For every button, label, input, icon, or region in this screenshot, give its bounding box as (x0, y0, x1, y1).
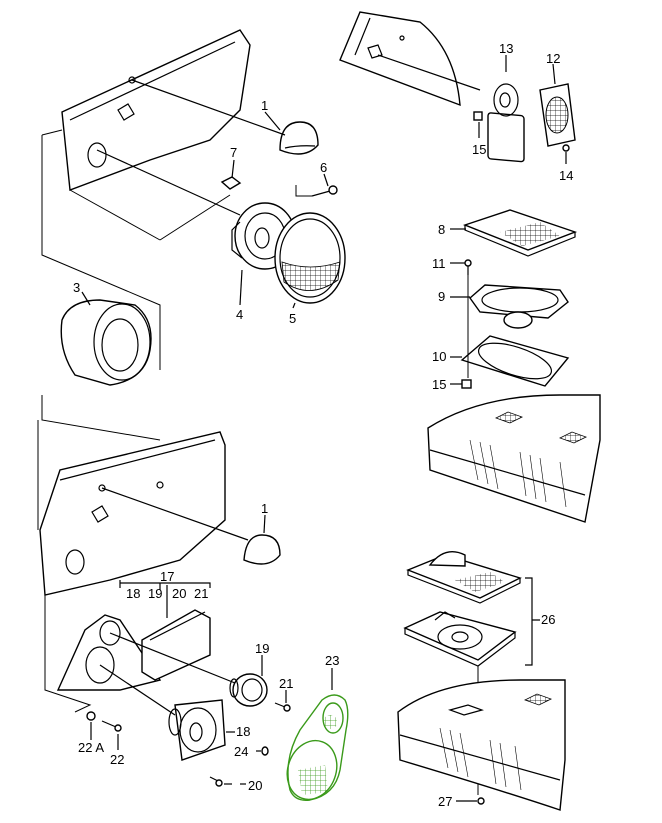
clip-15-top (473, 111, 483, 138)
label-8: 8 (438, 222, 445, 237)
label-15-mid: 15 (432, 377, 446, 392)
speaker-grill-23-highlighted (286, 668, 349, 801)
label-18: 18 (236, 724, 250, 739)
label-11: 11 (432, 256, 446, 271)
label-10: 10 (432, 349, 446, 364)
label-9: 9 (438, 289, 445, 304)
label-20: 20 (248, 778, 262, 793)
speaker-grill-26 (406, 551, 522, 604)
screw-11 (450, 259, 472, 275)
oval-speaker-9 (450, 284, 569, 329)
screw-21 (274, 690, 291, 712)
label-17-sub-18: 18 (126, 586, 140, 601)
screw-14 (562, 144, 570, 164)
screw-27 (456, 797, 485, 805)
label-19: 19 (255, 641, 269, 656)
rear-shelf-top (427, 394, 601, 523)
clip-24 (256, 746, 269, 756)
label-6: 6 (320, 160, 327, 175)
label-14: 14 (559, 168, 573, 183)
label-1-top: 1 (261, 98, 268, 113)
screw-20 (209, 776, 232, 787)
label-24: 24 (234, 744, 248, 759)
clip-7 (220, 159, 242, 190)
assembly-dashed-lines (41, 135, 231, 441)
speaker-ring-3 (60, 291, 152, 386)
washer-22a (86, 711, 96, 740)
speaker-bracket-17 (44, 580, 236, 716)
gasket-10 (450, 335, 570, 387)
screw-6 (295, 173, 338, 197)
label-5: 5 (289, 311, 296, 326)
label-22: 22 (110, 752, 124, 767)
label-17-sub-19: 19 (148, 586, 162, 601)
tweeter-19 (229, 655, 268, 707)
speaker-grill-8 (450, 209, 578, 257)
label-7: 7 (230, 145, 237, 160)
tweeter-grill-12 (539, 63, 576, 147)
door-panel-top (61, 29, 251, 191)
rear-shelf-bottom (397, 679, 566, 811)
tweeter-13 (487, 55, 525, 163)
label-3: 3 (73, 280, 80, 295)
tweeter-cover-1-top (131, 79, 319, 155)
label-27: 27 (438, 794, 452, 809)
clip-15-mid (450, 275, 472, 389)
part-labels: 1 7 6 3 4 5 13 12 15 14 8 11 9 10 15 1 1… (73, 41, 573, 809)
speaker-18 (168, 699, 235, 761)
label-26: 26 (541, 612, 555, 627)
label-12: 12 (546, 51, 560, 66)
rear-panel-top (339, 11, 481, 107)
speaker-grill-5 (274, 212, 346, 309)
label-13: 13 (499, 41, 513, 56)
door-panel-bottom (39, 431, 249, 596)
label-17: 17 (160, 569, 174, 584)
label-23: 23 (325, 653, 339, 668)
label-4: 4 (236, 307, 243, 322)
label-17-sub-21: 21 (194, 586, 208, 601)
label-22a: 22 A (78, 740, 104, 755)
label-21: 21 (279, 676, 293, 691)
screw-22 (101, 720, 122, 750)
tweeter-cover-1-bottom (243, 514, 281, 565)
label-1-bottom: 1 (261, 501, 268, 516)
label-15-top: 15 (472, 142, 486, 157)
label-17-sub-20: 20 (172, 586, 186, 601)
